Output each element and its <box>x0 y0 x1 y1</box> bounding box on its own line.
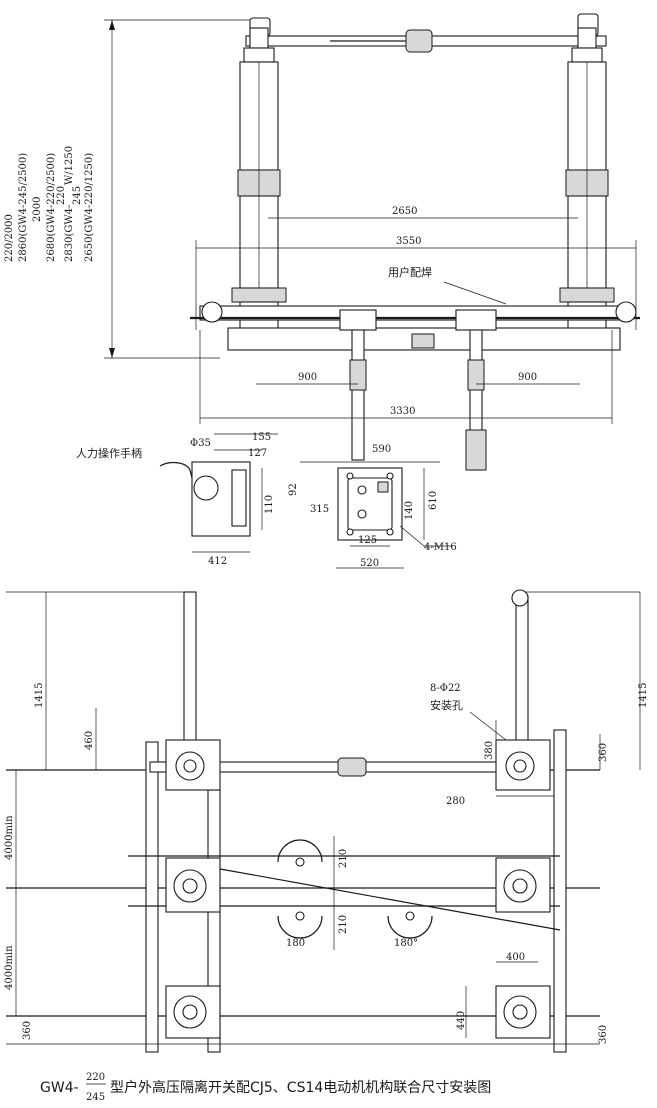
manual-handle-detail: 人力操作手柄 Φ35 155 127 110 412 <box>76 432 278 567</box>
dim-360-left: 360 <box>22 1021 33 1040</box>
right-insulator <box>559 27 615 331</box>
dim-380: 380 <box>484 741 495 760</box>
height-note-5: 2830(GW4- <box>64 205 75 262</box>
elevation-view: 220/2000 2860(GW4-245/2500) 2000 2680(GW… <box>4 13 640 471</box>
dim-180: 180 <box>286 938 305 949</box>
dim-400: 400 <box>506 952 525 963</box>
label-mount-holes: 8-Φ22 <box>430 683 461 694</box>
dim-180-deg: 180° <box>394 938 418 949</box>
dim-360-top-right: 360 <box>598 743 609 762</box>
label-mount-holes-text: 安装孔 <box>430 698 463 712</box>
dim-460: 460 <box>84 731 95 750</box>
conductor-bar <box>245 13 607 53</box>
left-insulator <box>231 27 287 331</box>
dim-210-upper: 210 <box>338 849 349 868</box>
dim-125: 125 <box>358 535 377 546</box>
height-note-4: 2680(GW4-220/2500) <box>46 153 57 262</box>
height-note-8: W/1250 <box>64 146 75 185</box>
dim-590: 590 <box>372 444 391 455</box>
base-plate-detail: 590 92 315 140 610 125 520 4-M16 <box>288 444 457 569</box>
dim-900-right: 900 <box>518 372 537 383</box>
dim-140: 140 <box>404 501 415 520</box>
dim-92: 92 <box>288 483 299 496</box>
height-note-9: 2650(GW4-220/1250) <box>84 153 95 262</box>
dim-4000-lower: 4000min <box>4 945 15 990</box>
mechanism-mid-right <box>495 857 551 913</box>
dim-phi35: Φ35 <box>190 438 211 449</box>
dim-127: 127 <box>248 448 267 459</box>
drive-shafts <box>349 329 487 471</box>
dim-3550: 3550 <box>396 236 421 247</box>
dim-412: 412 <box>208 556 227 567</box>
height-notes: 220/2000 2860(GW4-245/2500) 2000 2680(GW… <box>4 146 95 262</box>
dim-280: 280 <box>446 796 465 807</box>
dim-110: 110 <box>264 495 275 514</box>
caption-frac-bottom: 245 <box>86 1092 105 1103</box>
height-note-7: 245 <box>72 186 83 205</box>
dim-610: 610 <box>428 491 439 510</box>
caption: GW4- 220 245 型户外高压隔离开关配CJ5、CS14电动机机构联合尺寸… <box>40 1072 491 1103</box>
dim-440: 440 <box>456 1011 467 1030</box>
dim-1415-right: 1415 <box>638 683 649 708</box>
height-note-6: 220 <box>56 186 67 205</box>
dim-4000-upper: 4000min <box>4 815 15 860</box>
mechanism-top-left <box>165 739 221 791</box>
dim-1415-left: 1415 <box>34 683 45 708</box>
plan-view: 1415 460 4000min 4000min 360 1415 360 36… <box>4 589 649 1053</box>
mechanism-bottom-right <box>495 985 551 1039</box>
height-note-3: 2000 <box>32 197 43 222</box>
mechanism-mid-left <box>165 857 221 913</box>
label-manual-handle: 人力操作手柄 <box>76 446 142 460</box>
dim-2650: 2650 <box>392 206 417 217</box>
dim-3330: 3330 <box>390 406 415 417</box>
label-user-weld: 用户配焊 <box>388 265 432 279</box>
dim-315: 315 <box>310 504 329 515</box>
height-note-2: 2860(GW4-245/2500) <box>18 153 29 262</box>
dim-900-left: 900 <box>298 372 317 383</box>
label-bolt: 4-M16 <box>424 542 457 553</box>
dim-360-bottom-right: 360 <box>598 1025 609 1044</box>
height-note-1: 220/2000 <box>4 214 15 262</box>
base-frame <box>190 301 640 351</box>
dim-210-lower: 210 <box>338 915 349 934</box>
caption-model: GW4- <box>40 1080 79 1096</box>
caption-text: 型户外高压隔离开关配CJ5、CS14电动机机构联合尺寸安装图 <box>110 1079 491 1096</box>
caption-frac-top: 220 <box>86 1072 105 1083</box>
dim-155: 155 <box>252 432 271 443</box>
mechanism-bottom-left <box>165 985 221 1039</box>
dim-520: 520 <box>360 558 379 569</box>
mechanism-top-right <box>495 739 551 791</box>
